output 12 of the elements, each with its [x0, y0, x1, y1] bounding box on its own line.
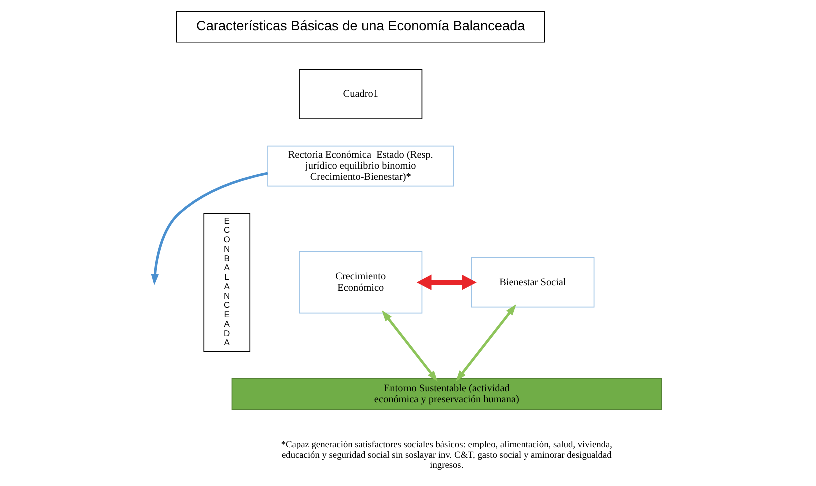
node-box: E C O N B A L A N C E A D A	[204, 213, 251, 352]
node-box: Cuadro1	[299, 69, 423, 120]
node-box: Rectoria Económica Estado (Resp. jurídico equilibrio binomio Crecimiento-Bienestar)*	[268, 146, 454, 187]
label: *Capaz generación satisfactores sociales básicos: empleo, alimentación, salud, vivienda, educación y seguridad social sin soslayar inv. C&T, gasto social y aminorar desigualdad ingresos.	[281, 440, 612, 472]
node-box: Entorno Sustentable (actividad económica y preservación humana)	[232, 378, 662, 410]
node-box: Bienestar Social	[471, 257, 595, 308]
arrow	[382, 310, 438, 382]
node-box: Características Básicas de una Economía Balanceada	[176, 11, 546, 43]
arrow	[151, 172, 268, 286]
node-box: Crecimiento Económico	[299, 252, 423, 314]
arrow	[456, 304, 516, 382]
arrow	[416, 274, 477, 290]
